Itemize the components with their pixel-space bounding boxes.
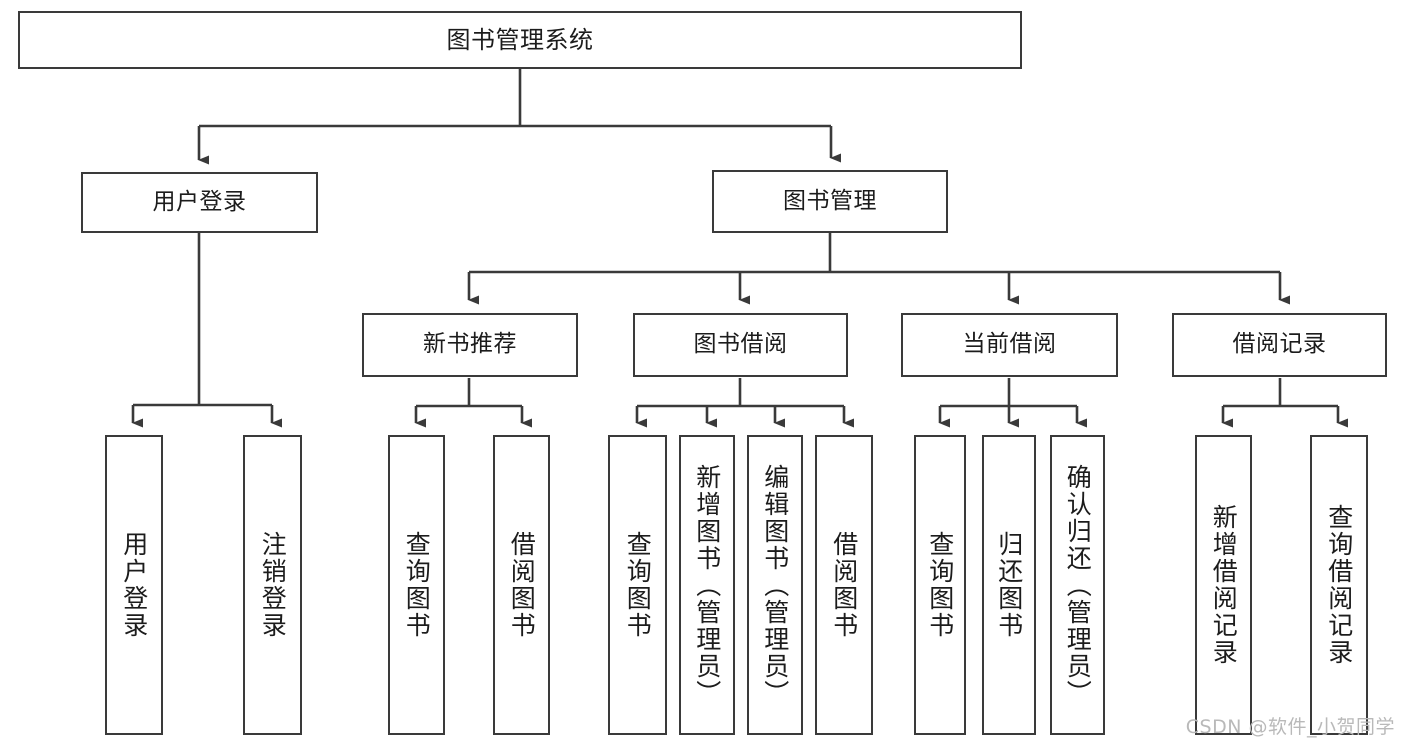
- node-label: 查询图书: [402, 531, 432, 639]
- node-label: 归还图书: [994, 531, 1024, 639]
- leaf-book-borrow-borrow-book[interactable]: 借阅图书: [815, 435, 873, 735]
- node-current-borrow[interactable]: 当前借阅: [901, 313, 1118, 377]
- leaf-current-borrow-query-book[interactable]: 查询图书: [914, 435, 966, 735]
- node-root-system[interactable]: 图书管理系统: [18, 11, 1022, 69]
- leaf-book-borrow-add-book-admin[interactable]: 新增图书（管理员）: [679, 435, 735, 735]
- node-label: 注销登录: [258, 531, 288, 639]
- leaf-borrow-record-query-record[interactable]: 查询借阅记录: [1310, 435, 1368, 735]
- node-label: 查询图书: [623, 531, 653, 639]
- leaf-new-book-query-book[interactable]: 查询图书: [388, 435, 445, 735]
- node-book-borrow[interactable]: 图书借阅: [633, 313, 848, 377]
- leaf-user-login-login[interactable]: 用户登录: [105, 435, 163, 735]
- node-label: 借阅图书: [507, 531, 537, 639]
- leaf-current-borrow-return-book[interactable]: 归还图书: [982, 435, 1036, 735]
- node-label: 借阅记录: [1232, 331, 1327, 358]
- node-user-login[interactable]: 用户登录: [81, 172, 318, 233]
- leaf-current-borrow-confirm-return-admin[interactable]: 确认归还（管理员）: [1050, 435, 1105, 735]
- node-label: 用户登录: [152, 188, 247, 215]
- node-new-book-recommend[interactable]: 新书推荐: [362, 313, 578, 377]
- node-label: 新增图书（管理员）: [692, 463, 722, 707]
- node-label: 当前借阅: [962, 331, 1057, 358]
- node-label: 查询图书: [925, 531, 955, 639]
- node-label: 图书借阅: [693, 331, 788, 358]
- leaf-book-borrow-query-book[interactable]: 查询图书: [608, 435, 667, 735]
- node-book-management[interactable]: 图书管理: [712, 170, 948, 233]
- node-label: 新增借阅记录: [1209, 504, 1239, 666]
- node-label: 图书管理系统: [446, 25, 594, 54]
- node-label: 新书推荐: [423, 331, 517, 358]
- node-label: 编辑图书（管理员）: [760, 463, 790, 707]
- leaf-user-login-logout[interactable]: 注销登录: [243, 435, 302, 735]
- leaf-borrow-record-add-record[interactable]: 新增借阅记录: [1195, 435, 1252, 735]
- node-label: 确认归还（管理员）: [1063, 463, 1093, 707]
- leaf-book-borrow-edit-book-admin[interactable]: 编辑图书（管理员）: [747, 435, 803, 735]
- node-label: 查询借阅记录: [1324, 504, 1354, 666]
- node-label: 借阅图书: [829, 531, 859, 639]
- leaf-new-book-borrow-book[interactable]: 借阅图书: [493, 435, 550, 735]
- node-label: 图书管理: [783, 187, 877, 214]
- node-borrow-record[interactable]: 借阅记录: [1172, 313, 1387, 377]
- node-label: 用户登录: [119, 531, 149, 639]
